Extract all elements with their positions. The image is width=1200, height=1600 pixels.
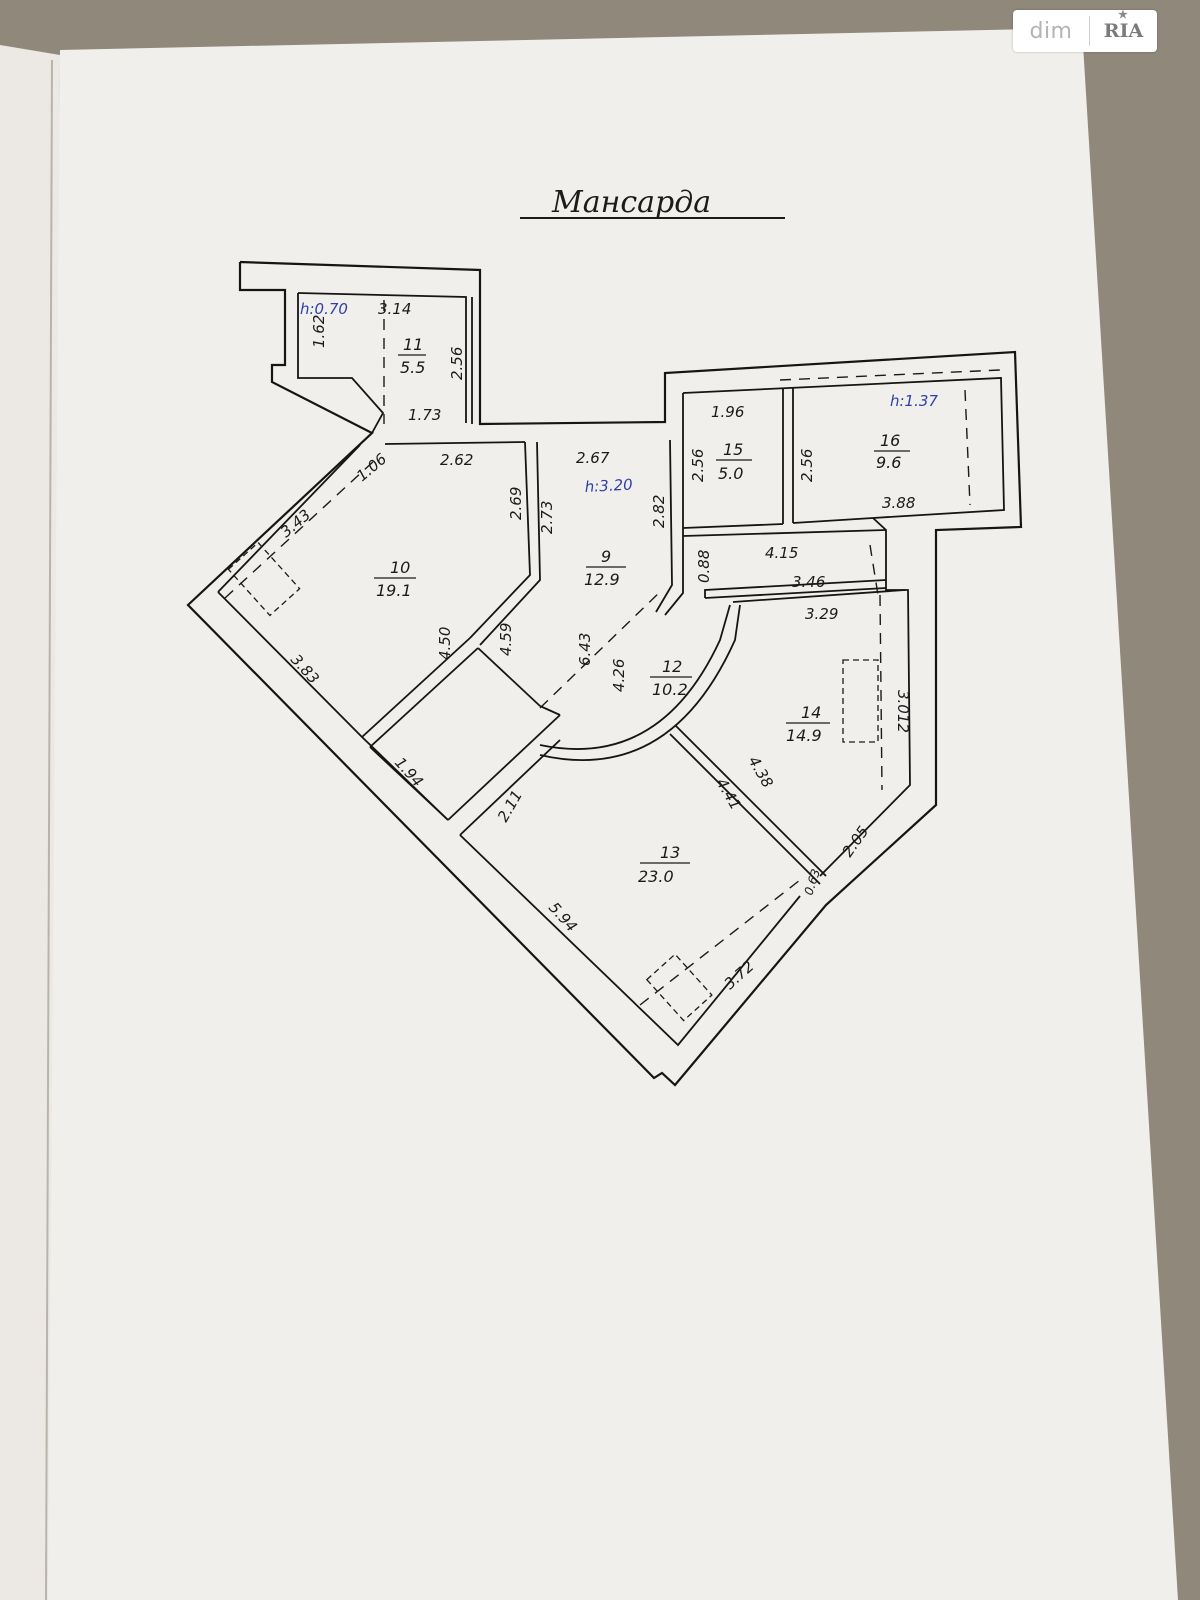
dim-label: 4.26: [610, 659, 628, 692]
dim-label: 2.56: [448, 347, 466, 380]
watermark-logo: dim ★ RIA: [1013, 8, 1157, 52]
room-9-area: 12.9: [584, 570, 620, 589]
room-16-number: 16: [880, 431, 900, 450]
watermark-ria-label: RIA: [1103, 20, 1144, 42]
room-14-area: 14.9: [786, 726, 822, 745]
room-11-height: h:0.70: [300, 300, 348, 318]
room-12-number: 12: [662, 657, 682, 676]
dim-label: 3.43: [277, 506, 314, 541]
left-page-edge: [0, 45, 60, 1600]
dim-label: 2.69: [507, 487, 525, 520]
paper-sheet: [48, 28, 1178, 1600]
dim-label: 2.56: [798, 449, 816, 482]
dim-label: 2.11: [494, 787, 526, 825]
room-labels: 11 5.5 15 5.0 16 9.6 10 19.1 9 12.9 12 1…: [374, 335, 910, 886]
room-16-area: 9.6: [876, 453, 901, 472]
plan-title: Мансарда: [551, 185, 711, 220]
dim-label: 0.88: [695, 550, 713, 583]
room-11-area: 5.5: [400, 358, 425, 377]
ceiling-heights: h:0.70 h:3.20 h:1.37: [300, 300, 938, 496]
dim-label: 4.59: [497, 623, 515, 656]
room-10-area: 19.1: [376, 581, 412, 600]
dim-label: 3.88: [882, 494, 915, 512]
dim-label: 2.62: [440, 451, 473, 469]
outer-wall-outline: [186, 260, 1023, 1087]
dim-label: 5.94: [545, 899, 581, 936]
dim-label: 2.67: [576, 449, 610, 467]
dim-label: 2.56: [689, 449, 707, 482]
watermark-ria-text: ★ RIA: [1090, 8, 1157, 42]
low-ceiling-lines: [224, 300, 1001, 1006]
dim-label: 3.012: [894, 690, 912, 733]
room-9-number: 9: [601, 547, 611, 566]
room-14-number: 14: [801, 703, 821, 722]
dim-label: 1.96: [711, 403, 744, 421]
dim-label: 2.82: [650, 495, 668, 528]
room-11-number: 11: [403, 335, 423, 354]
dim-label: 1.06: [353, 450, 390, 485]
dim-label: 4.38: [745, 753, 777, 791]
dim-label: 3.83: [287, 651, 323, 688]
dim-label: 3.29: [805, 605, 838, 623]
room-16-height: h:1.37: [890, 392, 938, 410]
dim-label: 4.15: [765, 544, 798, 562]
room-9-height: h:3.20: [584, 476, 633, 496]
star-icon: ★: [1118, 8, 1128, 21]
room-13-area: 23.0: [638, 867, 674, 886]
dim-label: 0.63: [802, 867, 824, 897]
dim-label: 4.41: [713, 775, 745, 813]
dim-label: 3.46: [792, 573, 825, 591]
room-13-number: 13: [660, 843, 680, 862]
room-12-area: 10.2: [652, 680, 688, 699]
skylight-marks: [227, 541, 879, 1022]
dim-label: 3.72: [721, 957, 758, 993]
dim-label: 4.50: [436, 627, 454, 660]
watermark-divider: [1089, 16, 1090, 46]
dim-label: 3.14: [378, 300, 411, 318]
dim-label: 1.73: [408, 406, 441, 424]
room-10-number: 10: [390, 558, 410, 577]
dim-label: 6.43: [576, 633, 594, 666]
room-15-number: 15: [723, 440, 743, 459]
dimension-labels: 3.14 1.62 2.56 1.73 1.96 2.56 2.56 3.88 …: [277, 300, 915, 993]
room-15-area: 5.0: [718, 464, 743, 483]
watermark-dim-text: dim: [1029, 18, 1073, 44]
dim-label: 2.73: [538, 501, 556, 534]
walls: [186, 260, 1023, 1087]
dim-label: 1.62: [310, 315, 328, 348]
